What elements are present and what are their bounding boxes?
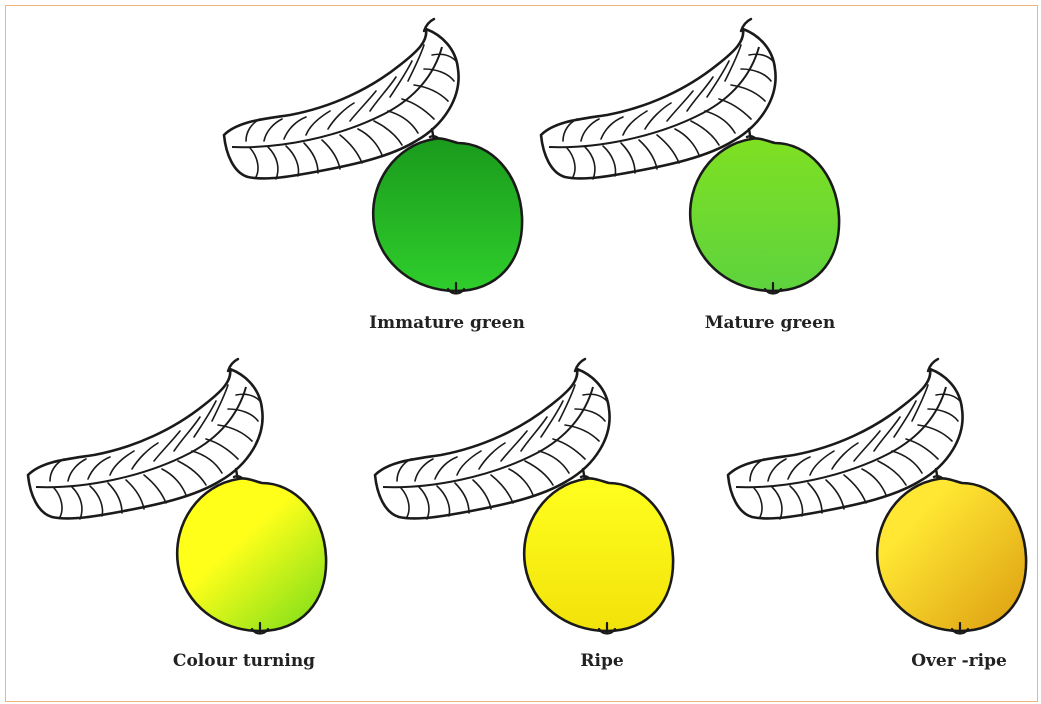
stage-label-over-ripe: Over -ripe: [911, 651, 1007, 671]
fruit-illustration-mature-green: [537, 25, 847, 295]
fruit-body: [524, 469, 673, 634]
fruit-body: [877, 469, 1026, 634]
stage-label-mature-green: Mature green: [705, 313, 836, 333]
stage-label-immature-green: Immature green: [369, 313, 525, 333]
stage-label-colour-turning: Colour turning: [173, 651, 315, 671]
fruit-illustration-over-ripe: [724, 365, 1034, 635]
fruit-illustration-immature-green: [220, 25, 530, 295]
stage-label-ripe: Ripe: [580, 651, 623, 671]
fruit-illustration-ripe: [371, 365, 681, 635]
fruit-body: [690, 129, 839, 294]
fruit-illustration-colour-turning: [24, 365, 334, 635]
fruit-body: [177, 469, 326, 634]
fruit-body: [373, 129, 522, 294]
